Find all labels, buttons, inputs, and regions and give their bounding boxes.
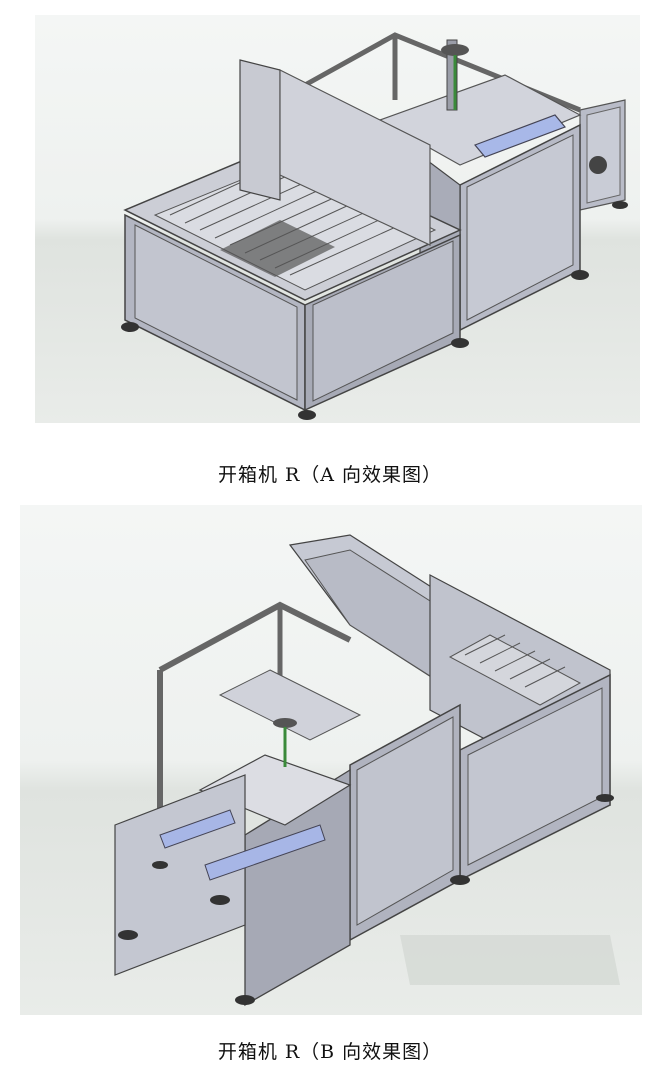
case-erector-render-b	[20, 505, 642, 1015]
case-erector-render-a	[35, 15, 640, 423]
figure-b-render	[20, 505, 642, 1015]
figure-b-caption: 开箱机 R（B 向效果图）	[217, 1041, 443, 1063]
figure-a-render	[35, 15, 640, 423]
figure-a-caption: 开箱机 R（A 向效果图）	[217, 464, 443, 486]
